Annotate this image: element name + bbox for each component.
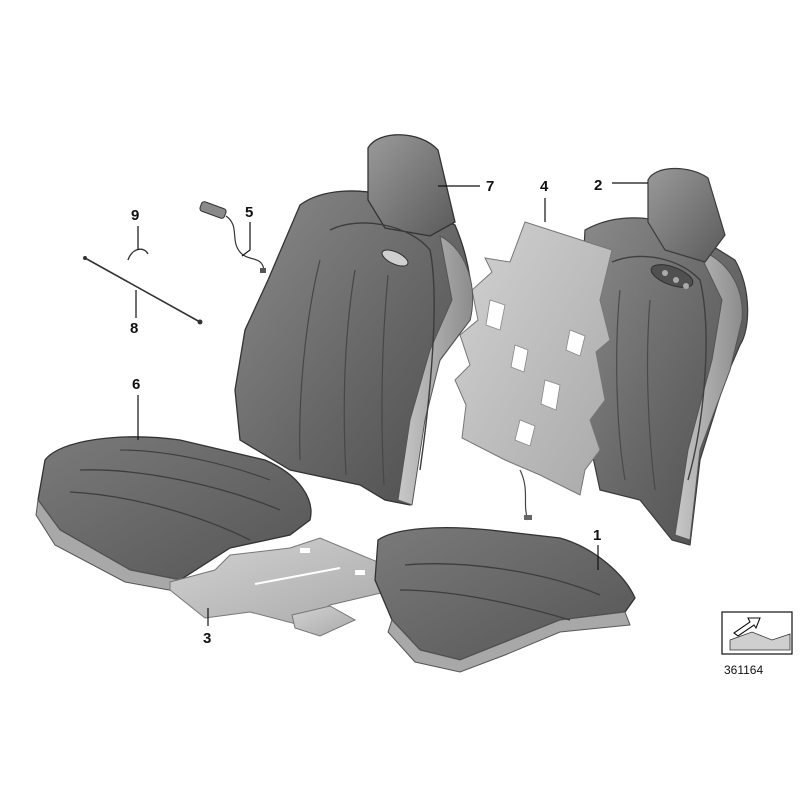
callout-6: 6 xyxy=(132,376,140,393)
seat-cushion-cover-rear xyxy=(374,527,636,673)
callout-5: 5 xyxy=(245,204,253,221)
diagram-code: 361164 xyxy=(724,663,763,677)
callout-4: 4 xyxy=(540,178,549,195)
leader-lines xyxy=(135,182,648,626)
callout-labels: 7 4 2 5 9 8 6 3 1 xyxy=(130,177,602,647)
callout-9: 9 xyxy=(131,207,139,224)
callout-8: 8 xyxy=(130,320,138,337)
callout-2: 2 xyxy=(594,177,602,194)
backrest-cover-front xyxy=(234,134,474,506)
callout-1: 1 xyxy=(593,527,601,544)
arrow-icon xyxy=(733,617,761,637)
foam-pad-icon xyxy=(729,631,791,651)
callout-3: 3 xyxy=(203,630,211,647)
backrest-foam-pad xyxy=(454,221,613,521)
callout-7: 7 xyxy=(486,178,494,195)
clip xyxy=(127,248,149,261)
sensor-with-cable xyxy=(199,201,266,273)
backrest-cover-right xyxy=(579,167,749,546)
diagram-code-box: 361164 xyxy=(721,611,793,677)
wire-rod xyxy=(83,256,203,325)
seat-cushion-cover-front xyxy=(35,436,312,593)
